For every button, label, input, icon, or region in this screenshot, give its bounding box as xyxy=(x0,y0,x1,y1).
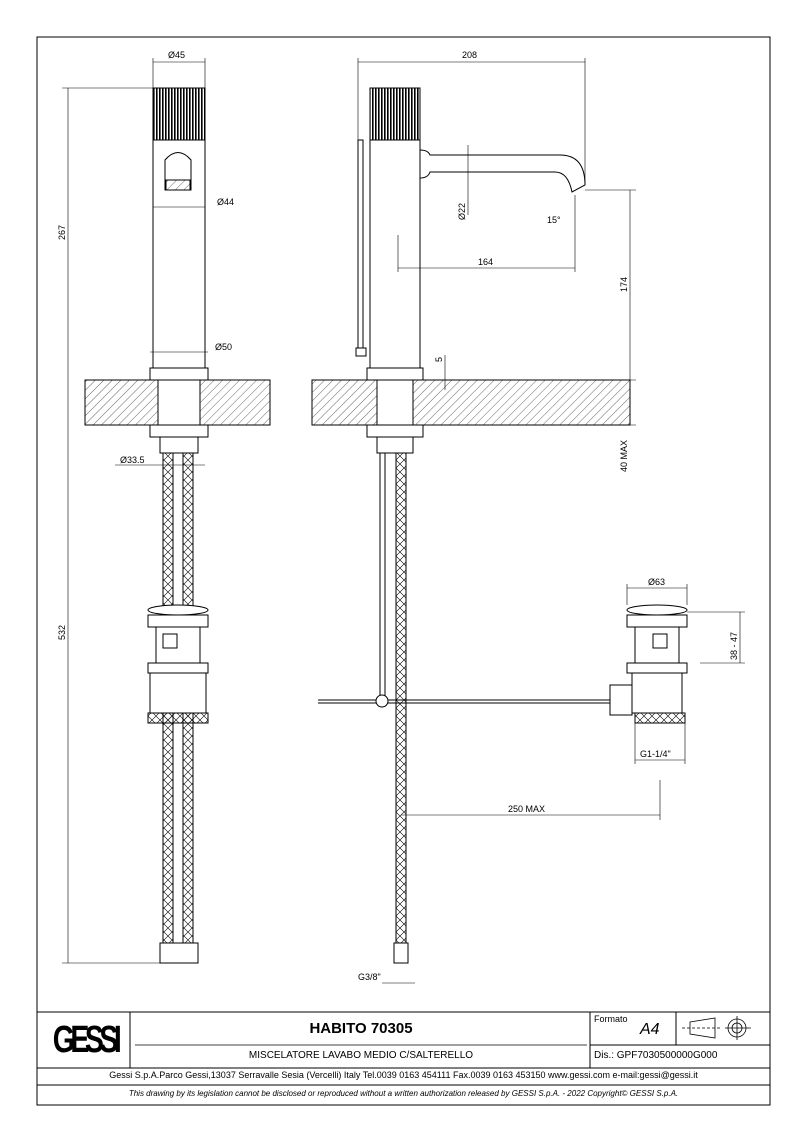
title-block-grid xyxy=(37,1011,770,1086)
dim-base-diameter: Ø50 xyxy=(215,342,232,352)
dim-knob-diameter: Ø45 xyxy=(168,50,185,60)
hose-connectors xyxy=(159,942,199,964)
dim-spout-angle: 15° xyxy=(547,215,561,225)
gessi-logo: GESSI xyxy=(53,1014,122,1066)
dim-height-532: 532 xyxy=(57,625,67,640)
logo-text: GESSI xyxy=(52,1018,122,1061)
dim-body-diameter: Ø44 xyxy=(217,197,234,207)
knob-handle xyxy=(152,87,206,141)
dim-waste-range: 38 - 47 xyxy=(729,632,739,660)
dim-height-267: 267 xyxy=(57,225,67,240)
drawing-number: Dis.: GPF7030500000G000 xyxy=(594,1050,718,1061)
dim-counter-40-max: 40 MAX xyxy=(619,440,629,472)
sheet-border xyxy=(36,36,771,1106)
spout-outlet xyxy=(164,152,192,191)
countertop xyxy=(311,379,631,426)
product-description: MISCELATORE LAVABO MEDIO C/SALTERELLO xyxy=(248,1050,474,1061)
dim-reach-164: 164 xyxy=(478,257,493,267)
body xyxy=(152,139,206,369)
dim-shank-diameter: Ø33.5 xyxy=(120,455,145,465)
dim-waste-thread: G1-1/4" xyxy=(640,749,671,759)
dim-spout-diameter: Ø22 xyxy=(457,203,467,220)
side-view xyxy=(311,87,688,964)
dim-height-174: 174 xyxy=(619,277,629,292)
front-dim-lines xyxy=(62,58,208,964)
side-dim-lines xyxy=(357,58,745,984)
dim-overall-reach: 208 xyxy=(462,50,477,60)
copyright-disclaimer: This drawing by its legislation cannot b… xyxy=(128,1089,679,1098)
format-label: Formato xyxy=(594,1014,628,1024)
product-title: HABITO 70305 xyxy=(309,1020,413,1037)
format-value: A4 xyxy=(640,1021,660,1038)
dim-hose-thread: G3/8" xyxy=(358,972,381,982)
dim-base-5: 5 xyxy=(434,357,444,362)
projection-symbol-icon xyxy=(682,1016,751,1040)
company-address: Gessi S.p.A.Parco Gessi,13037 Serravalle… xyxy=(109,1070,698,1080)
dim-waste-diameter: Ø63 xyxy=(648,577,665,587)
front-view xyxy=(84,87,271,964)
hose xyxy=(395,452,407,944)
knob-handle xyxy=(369,87,421,141)
body xyxy=(369,139,421,369)
pop-up-rod xyxy=(357,139,364,349)
spout xyxy=(419,149,586,193)
dim-250-max: 250 MAX xyxy=(508,804,545,814)
